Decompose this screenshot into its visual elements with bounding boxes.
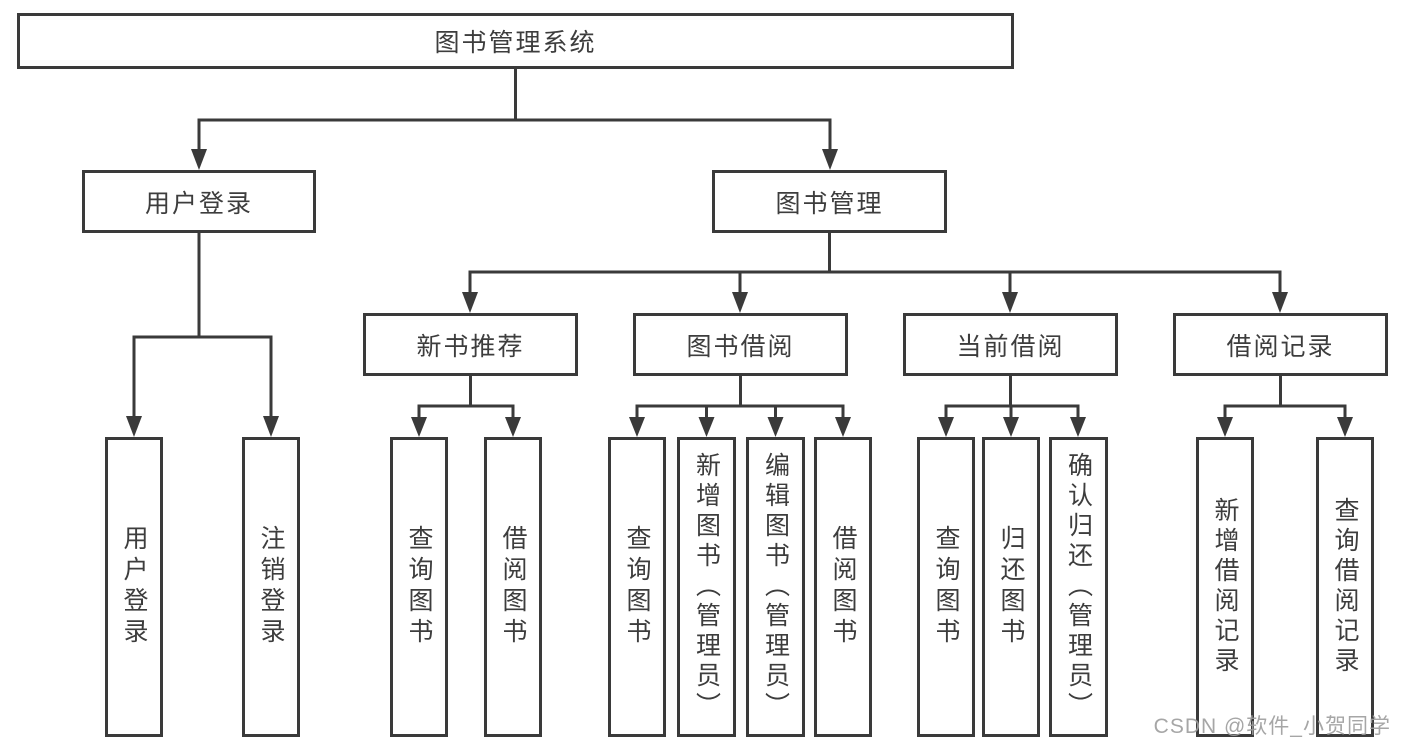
leaf-edit-books-admin-label: 编辑图书（管理员） — [761, 452, 790, 722]
book-borrow-node: 图书借阅 — [633, 313, 848, 376]
leaf-return-books-node: 归还图书 — [982, 437, 1040, 737]
leaf-add-books-admin-label: 新增图书（管理员） — [692, 452, 721, 722]
leaf-add-books-admin-node: 新增图书（管理员） — [677, 437, 736, 737]
leaf-query-books-rec-label: 查询图书 — [405, 525, 433, 649]
leaf-borrow-books-rec-node: 借阅图书 — [484, 437, 542, 737]
book-management-node: 图书管理 — [712, 170, 947, 233]
leaf-user-login-label: 用户登录 — [120, 525, 148, 649]
connector-arrowheads — [126, 149, 1353, 437]
book-borrow-label: 图书借阅 — [686, 332, 795, 361]
leaf-add-borrow-record-node: 新增借阅记录 — [1196, 437, 1254, 737]
borrow-records-label: 借阅记录 — [1226, 332, 1335, 361]
user-login-node-label: 用户登录 — [144, 189, 253, 218]
current-borrow-label: 当前借阅 — [956, 332, 1065, 361]
leaf-edit-books-admin-node: 编辑图书（管理员） — [746, 437, 805, 737]
current-borrow-node: 当前借阅 — [903, 313, 1118, 376]
leaf-confirm-return-admin-label: 确认归还（管理员） — [1064, 452, 1093, 722]
leaf-borrow-books-rec-label: 借阅图书 — [499, 525, 527, 649]
leaf-logout-label: 注销登录 — [257, 525, 285, 649]
leaf-user-login-node: 用户登录 — [105, 437, 163, 737]
leaf-query-books-borrow-label: 查询图书 — [623, 525, 651, 649]
root-node: 图书管理系统 — [17, 13, 1014, 69]
leaf-confirm-return-admin-node: 确认归还（管理员） — [1049, 437, 1108, 737]
leaf-query-borrow-record-node: 查询借阅记录 — [1316, 437, 1374, 737]
leaf-add-borrow-record-label: 新增借阅记录 — [1211, 497, 1239, 677]
leaf-borrow-books-label: 借阅图书 — [829, 525, 857, 649]
borrow-records-node: 借阅记录 — [1173, 313, 1388, 376]
leaf-query-books-borrow-node: 查询图书 — [608, 437, 666, 737]
leaf-query-books-rec-node: 查询图书 — [390, 437, 448, 737]
leaf-borrow-books-node: 借阅图书 — [814, 437, 872, 737]
leaf-query-books-current-label: 查询图书 — [932, 525, 960, 649]
user-login-node: 用户登录 — [82, 170, 316, 233]
leaf-return-books-label: 归还图书 — [997, 525, 1025, 649]
leaf-query-borrow-record-label: 查询借阅记录 — [1331, 497, 1359, 677]
csdn-watermark: CSDN @软件_小贺同学 — [1153, 715, 1391, 738]
book-management-node-label: 图书管理 — [775, 189, 884, 218]
root-node-label: 图书管理系统 — [434, 29, 597, 57]
leaf-query-books-current-node: 查询图书 — [917, 437, 975, 737]
new-book-recommend-label: 新书推荐 — [416, 332, 525, 361]
new-book-recommend-node: 新书推荐 — [363, 313, 578, 376]
leaf-logout-node: 注销登录 — [242, 437, 300, 737]
